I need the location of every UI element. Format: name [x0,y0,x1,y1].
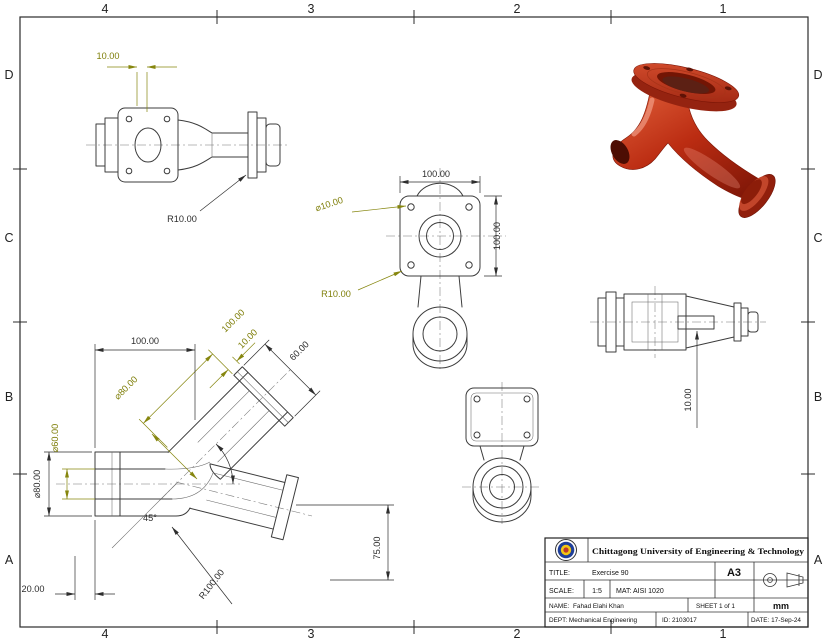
title-block: Chittagong University of Engineering & T… [544,537,809,628]
dim-height-75: 75.00 [372,537,382,560]
zone-right-a: A [814,553,823,567]
zone-top-4: 4 [102,2,109,16]
zone-bottom-1: 1 [720,627,727,640]
part-highlight-2 [683,147,741,189]
units: mm [773,601,789,611]
dim-bore-60: ⌀60.00 [50,424,60,453]
dim-branch-60: 60.00 [288,339,311,362]
scale-label: SCALE: [549,588,574,595]
zone-bottom-3: 3 [308,627,315,640]
zone-left-d: D [4,68,13,82]
sheet-info: SHEET 1 of 1 [696,603,735,610]
zone-right-d: D [813,68,822,82]
zone-top-2: 2 [514,2,521,16]
title-value: Exercise 90 [592,570,629,577]
zone-top-1: 1 [720,2,727,16]
dim-side-top-r10: R10.00 [167,214,197,224]
dim-branch-length: 100.00 [220,307,247,334]
zone-bottom-2: 2 [514,627,521,640]
view-side-top: 10.00 R10.00 [86,51,290,224]
dim-front-corner-r: R10.00 [321,289,351,299]
zone-bottom-4: 4 [102,627,109,640]
name-value: Fahad Elahi Khan [573,603,624,610]
cuet-logo [555,539,577,561]
zone-left-a: A [5,553,14,567]
zone-right-c: C [813,231,822,245]
part-left-opening [610,140,630,164]
border-frame [13,10,815,634]
dim-front-hole-dia: ⌀10.00 [314,195,344,213]
render-3d-part [610,63,776,218]
part-top-flange [631,63,740,112]
part-highlight [631,97,655,137]
dim-section-100: 100.00 [131,336,159,346]
paper-size: A3 [727,567,741,579]
dim-side-top-10: 10.00 [97,51,120,61]
scale-value: 1:5 [592,588,602,595]
view-side-right: 10.00 [590,286,766,428]
part-body [612,91,770,202]
dim-inlet-od: ⌀80.00 [32,470,42,499]
third-angle-projection-icon [758,572,804,588]
zone-left-b: B [5,390,13,404]
dim-slot-10: 10.00 [683,389,693,412]
dim-offset-20: 20.00 [22,584,45,594]
dim-branch-od: ⌀80.00 [112,374,139,401]
department: DEPT: Mechanical Engineering [549,617,638,624]
student-id: ID: 2103017 [662,617,697,624]
zone-right-b: B [814,390,822,404]
view-bottom [462,382,542,524]
date: DATE: 17-Sep-24 [751,617,801,624]
dim-bend-r100: R100.00 [197,567,226,601]
zone-top-3: 3 [308,2,315,16]
university-name: Chittagong University of Engineering & T… [592,546,805,556]
name-label: NAME: [549,603,569,610]
title-label: TITLE: [549,570,570,577]
dim-angle-45: 45° [143,513,157,523]
dim-front-width: 100.00 [422,169,450,179]
dim-branch-flange-t: 10.00 [236,327,259,350]
material: MAT: AISI 1020 [616,588,664,595]
view-front: 100.00 100.00 ⌀10.00 R10.00 [314,168,506,372]
part-branch-flange [738,174,776,218]
zone-labels: 4 3 2 1 4 3 2 1 D C B A D C B A [4,2,822,640]
zone-left-c: C [4,231,13,245]
dim-front-height: 100.00 [492,222,502,250]
view-section: 100.00 10.00 60.00 100.00 ⌀80.00 [22,307,394,605]
